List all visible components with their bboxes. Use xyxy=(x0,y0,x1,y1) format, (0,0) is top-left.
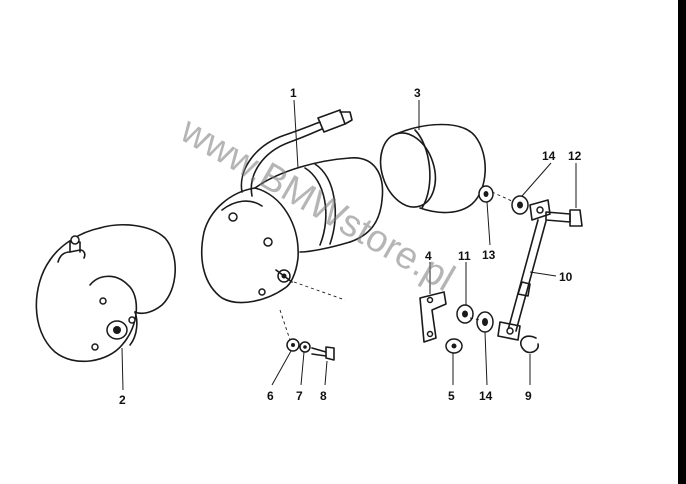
leader-line xyxy=(486,201,491,246)
leader-line xyxy=(293,99,299,169)
callout-2: 2 xyxy=(119,393,126,407)
part-2-end-cover xyxy=(35,224,176,363)
part-11-washer xyxy=(456,304,474,324)
leader-line xyxy=(529,271,557,277)
callout-5: 5 xyxy=(448,389,455,403)
edge-bar xyxy=(678,0,686,484)
part-4-bracket xyxy=(419,291,447,343)
part-5-nut xyxy=(445,338,463,354)
leader-line xyxy=(300,351,305,386)
callout-13: 13 xyxy=(482,248,496,262)
part-7-lock-washer xyxy=(299,341,311,353)
callout-11: 11 xyxy=(458,249,471,263)
callout-9: 9 xyxy=(525,389,532,403)
callout-6: 6 xyxy=(267,389,274,403)
part-6-washer xyxy=(286,338,300,352)
callout-14-top: 14 xyxy=(542,149,556,163)
part-8-screw xyxy=(311,346,335,361)
watermark-text: www.BMWstore.pl xyxy=(173,109,462,300)
assembly-line xyxy=(293,281,346,301)
part-12-bolt xyxy=(545,209,583,227)
callout-12: 12 xyxy=(568,149,582,163)
leader-line xyxy=(521,162,552,197)
assembly-line xyxy=(469,317,481,321)
callout-3: 3 xyxy=(414,86,421,100)
part-9-clip xyxy=(520,335,540,354)
callout-7: 7 xyxy=(296,389,303,403)
callout-1: 1 xyxy=(290,86,297,100)
part-3-cover-cap xyxy=(379,123,486,214)
part-10-linkage-rod xyxy=(497,199,551,341)
assembly-line xyxy=(491,191,515,203)
part-14-washer-lower xyxy=(476,311,494,333)
part-1-motor xyxy=(200,109,384,304)
leader-line xyxy=(121,347,124,391)
assembly-line xyxy=(279,309,291,341)
callout-8: 8 xyxy=(320,389,327,403)
part-13-washer xyxy=(478,185,494,203)
leader-line xyxy=(324,360,328,386)
part-14-washer-top xyxy=(511,195,529,215)
callout-10: 10 xyxy=(559,270,573,284)
callout-14-lower: 14 xyxy=(479,389,493,403)
callout-4: 4 xyxy=(425,249,432,263)
leader-line xyxy=(484,331,488,386)
leader-line xyxy=(271,350,292,386)
